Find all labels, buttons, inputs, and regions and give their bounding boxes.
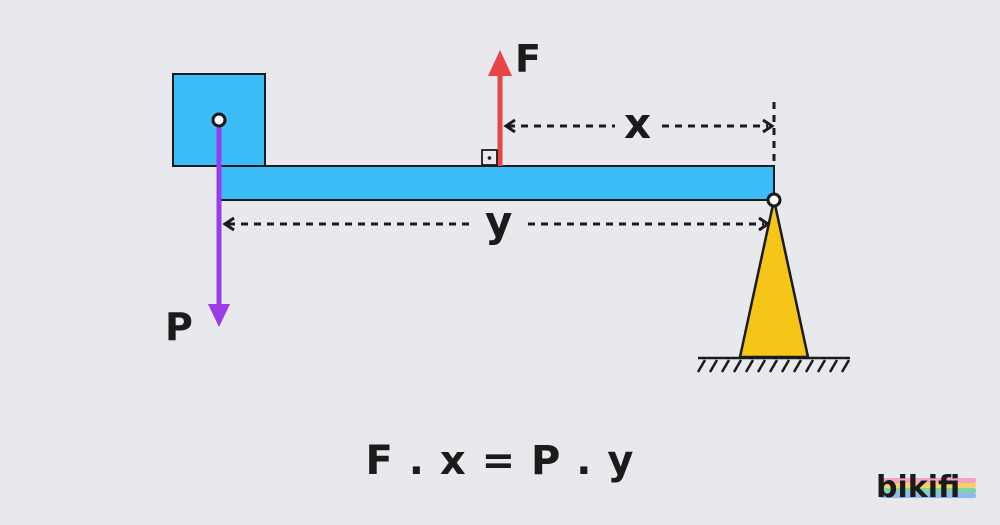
distance-y-left-head: [222, 216, 235, 232]
brand-name: bikifi: [876, 470, 961, 505]
distance-x-right-head: [762, 118, 775, 134]
load-attachment-point: [211, 112, 227, 128]
distance-y-right-head: [758, 216, 771, 232]
brand-logo: bikifi: [876, 470, 986, 510]
pivot-point: [766, 192, 782, 208]
ground-hatch: [696, 356, 851, 373]
force-f-label: F: [515, 37, 541, 81]
distance-x-left-head: [503, 118, 516, 134]
force-p-label: P: [165, 305, 193, 349]
distance-y-label: y: [485, 197, 512, 246]
equilibrium-equation: F . x = P . y: [365, 438, 635, 484]
logo-color-stripes: [880, 478, 976, 498]
right-angle-dot: [487, 156, 492, 160]
beam: [217, 165, 775, 201]
distance-x-label: x: [624, 99, 651, 148]
force-f-arrow-head: [488, 50, 512, 76]
force-p-arrow-head: [208, 304, 230, 327]
right-angle-marker: [481, 149, 498, 166]
